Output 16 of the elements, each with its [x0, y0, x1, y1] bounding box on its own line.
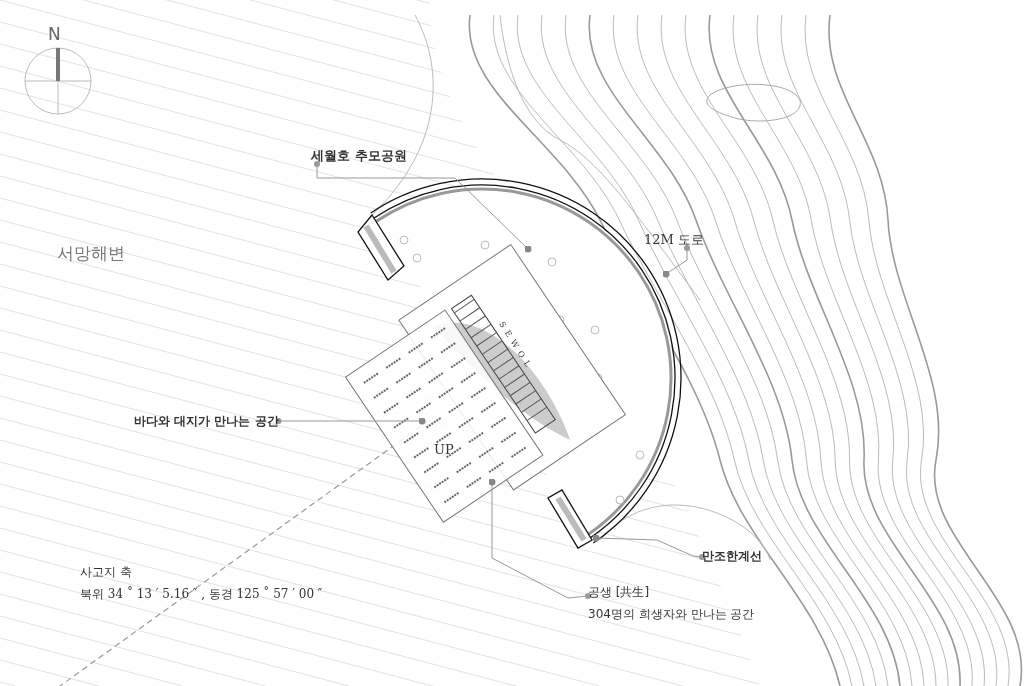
stair-label: UP — [434, 442, 454, 458]
leader-line — [275, 417, 426, 425]
leader-line — [662, 245, 690, 278]
callout-text: 304명의 희생자와 만나는 공간 — [588, 606, 755, 622]
coordinates-text: 북위 34 ˚ 13 ′ 5.16 ″ , 동경 125 ˚ 57 ′ 00 ″ — [80, 586, 323, 602]
callout-label: 공생 [共生] — [588, 584, 651, 600]
leader-line — [592, 534, 705, 560]
leader-line — [488, 478, 591, 599]
callout-label: 바다와 대지가 만나는 공간 — [134, 413, 279, 429]
north-label: N — [48, 26, 61, 42]
callout-label: 세월호 추모공원 — [311, 148, 407, 164]
axis-title: 사고지 축 — [80, 564, 132, 580]
callout-label: 12M 도로 — [644, 232, 704, 248]
callout-label: 만조한계선 — [702, 548, 762, 564]
place-name: 서망해변 — [57, 243, 125, 263]
leader-line — [314, 161, 532, 253]
